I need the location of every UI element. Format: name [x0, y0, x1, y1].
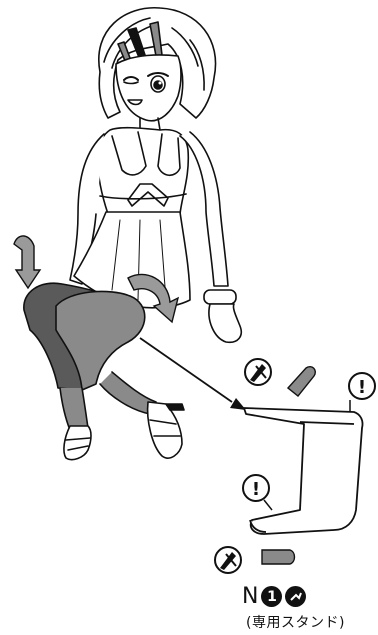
part-label: N 1: [242, 584, 306, 609]
nipper-icon: [245, 359, 271, 385]
warning-mark-1: !: [349, 373, 375, 412]
face: [116, 55, 181, 121]
figure: [24, 8, 241, 460]
number-1-circle-icon: 1: [261, 586, 282, 607]
bracelet: [204, 290, 236, 304]
warning-glyph: !: [252, 479, 260, 500]
hand: [209, 304, 241, 342]
sprue-peg-bottom: [262, 550, 295, 564]
warning-mark-2: !: [243, 475, 272, 510]
warning-glyph: !: [358, 377, 366, 398]
part-subtitle: (専用スタンド): [246, 612, 345, 632]
nipper-icon: [215, 547, 241, 573]
rotation-arrow-left: [14, 236, 40, 288]
sprue-peg: [288, 367, 315, 396]
sprue-icon: [285, 586, 306, 607]
display-stand: [244, 408, 363, 534]
shoe-left: [64, 426, 91, 460]
part-letter: N: [242, 584, 258, 609]
insertion-arrow: [140, 338, 246, 410]
